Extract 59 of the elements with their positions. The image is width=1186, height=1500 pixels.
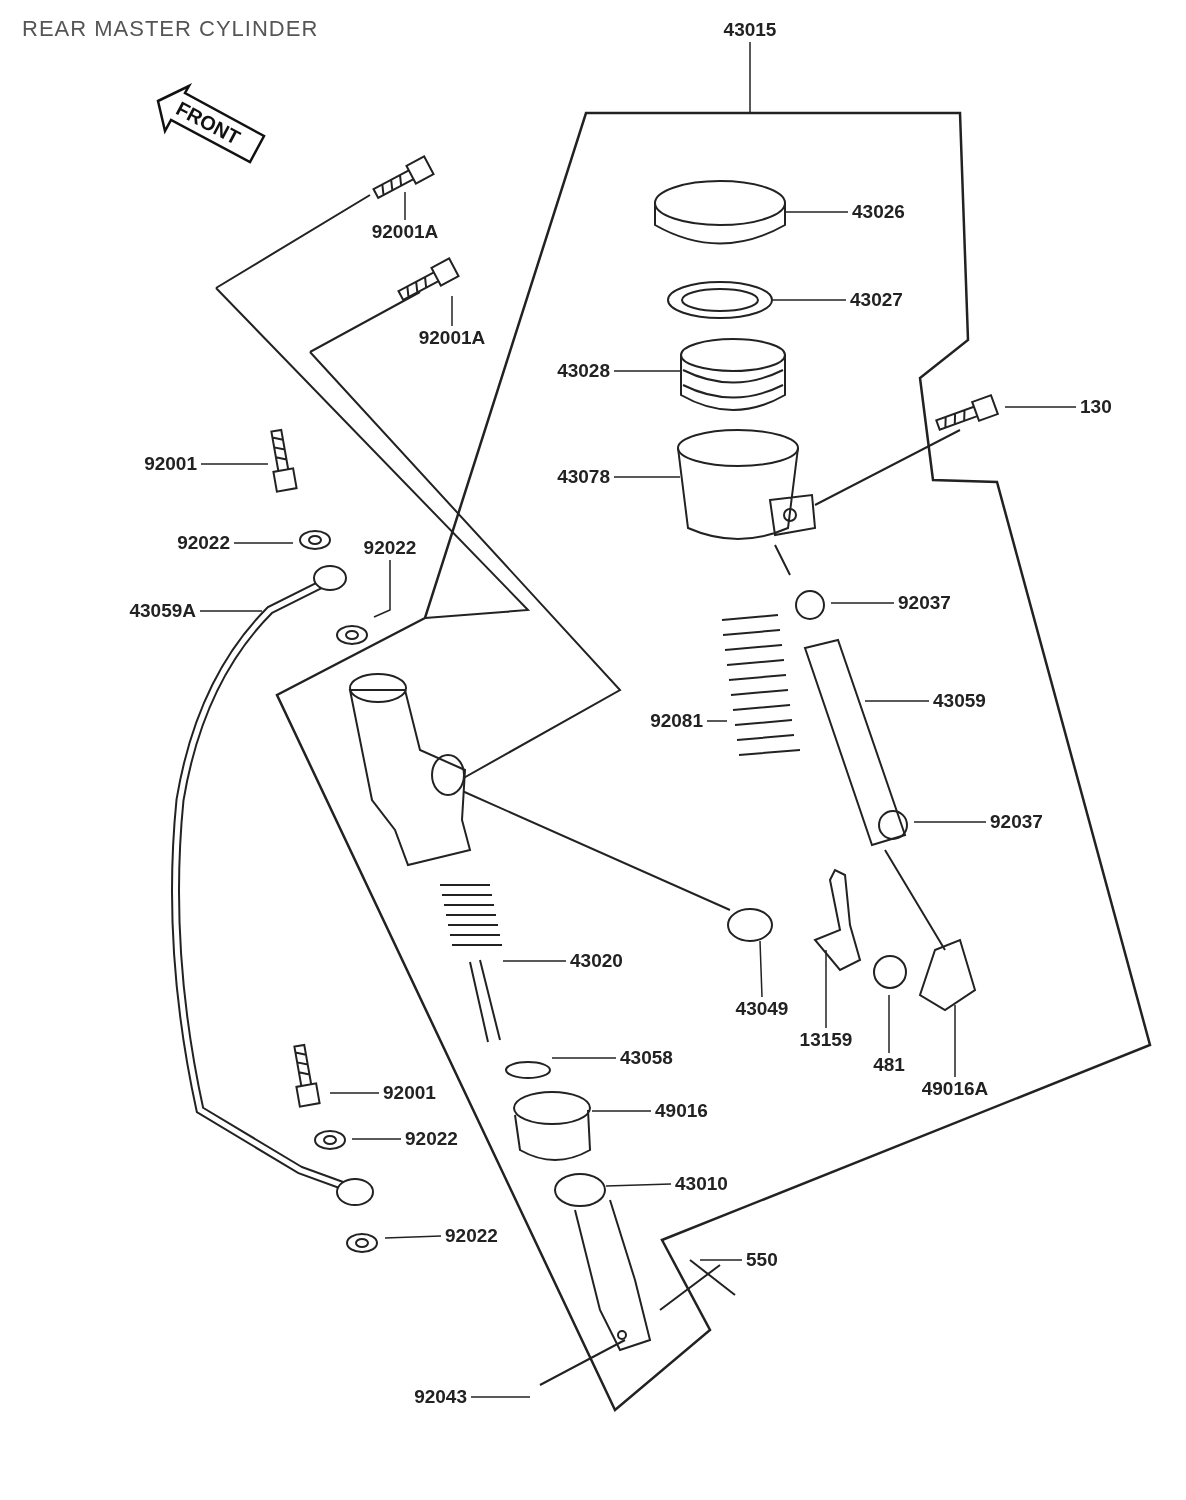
leader-line: [384, 1235, 442, 1239]
leader-line: [954, 1004, 956, 1078]
part-number: 481: [873, 1054, 905, 1076]
leader-line: [759, 940, 763, 998]
leader-line: [888, 994, 890, 1054]
part-number: 43059A: [129, 600, 196, 622]
part-number: 92037: [898, 592, 951, 614]
leader-line: [551, 1057, 617, 1059]
part-number: 43020: [570, 950, 623, 972]
leader-line: [771, 299, 847, 301]
leader-line: [591, 1110, 652, 1112]
leader-line: [200, 463, 269, 465]
leader-line: [699, 1259, 743, 1261]
leader-line: [451, 295, 453, 327]
part-number: 92001: [144, 453, 197, 475]
part-number: 130: [1080, 396, 1112, 418]
part-number: 43049: [735, 998, 789, 1020]
leader-line: [373, 559, 391, 618]
leader-line: [864, 700, 930, 702]
diagram-title: REAR MASTER CYLINDER: [22, 16, 319, 42]
part-number: 92001: [383, 1082, 436, 1104]
part-number: 49016A: [921, 1078, 989, 1100]
leader-line: [470, 1396, 531, 1398]
part-number: 92022: [405, 1128, 458, 1150]
part-number: 92081: [650, 710, 703, 732]
part-number: 43027: [850, 289, 903, 311]
leader-line: [404, 191, 406, 221]
leader-line: [605, 1183, 672, 1187]
part-number: 43026: [852, 201, 905, 223]
part-number: 92001A: [371, 221, 439, 243]
leader-line: [913, 821, 987, 823]
part-number: 49016: [655, 1100, 708, 1122]
part-number: 43078: [557, 466, 610, 488]
leader-line: [784, 211, 849, 213]
leader-line: [233, 542, 294, 544]
leader-line: [749, 41, 751, 113]
part-number: 43010: [675, 1173, 728, 1195]
part-number: 92043: [414, 1386, 467, 1408]
leader-line: [351, 1138, 402, 1140]
leader-line: [613, 476, 681, 478]
part-number: 550: [746, 1249, 778, 1271]
part-number: 92001A: [418, 327, 486, 349]
leader-line: [502, 960, 567, 962]
part-number: 92022: [177, 532, 230, 554]
part-number: 43059: [933, 690, 986, 712]
leader-line: [199, 610, 263, 612]
part-number: 92037: [990, 811, 1043, 833]
part-number: 43015: [723, 19, 777, 41]
leader-line: [1004, 406, 1077, 408]
part-number: 43058: [620, 1047, 673, 1069]
part-number: 92022: [363, 537, 417, 559]
leader-line: [706, 720, 728, 722]
part-number: 43028: [557, 360, 610, 382]
leader-line: [613, 370, 682, 372]
part-number: 13159: [799, 1029, 853, 1051]
leader-line: [329, 1092, 380, 1094]
part-number: 92022: [445, 1225, 498, 1247]
leader-line: [830, 602, 895, 604]
leader-line: [825, 949, 827, 1029]
